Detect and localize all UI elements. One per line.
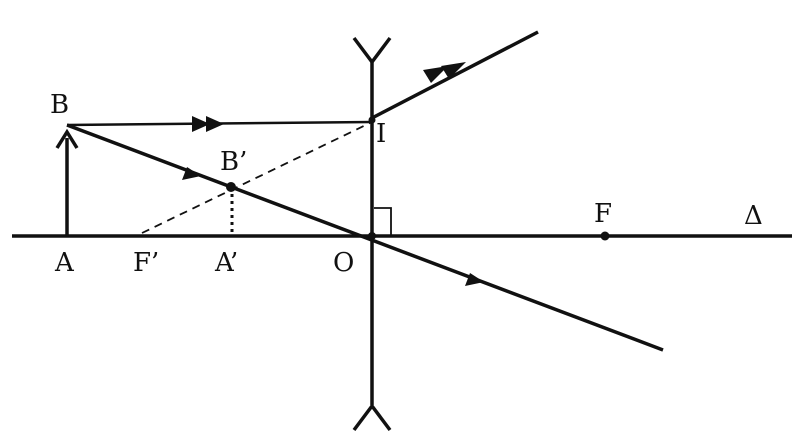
label-delta: Δ — [744, 201, 763, 231]
ray-refracted-arrowhead-2 — [441, 62, 466, 79]
label-f-prime: F’ — [133, 248, 159, 278]
incidence-point-dot — [368, 116, 376, 124]
ray-parallel-arrowhead-2 — [206, 116, 224, 132]
object-arrow — [55, 128, 79, 236]
label-f: F — [594, 199, 612, 229]
label-i: I — [376, 119, 386, 149]
label-b-prime: B’ — [220, 147, 247, 177]
ray-parallel-arrowhead-1 — [192, 116, 210, 132]
label-a: A — [54, 248, 75, 278]
ray-refracted-diverging — [371, 30, 539, 120]
ray-virtual-extension — [141, 121, 373, 234]
label-a-prime: A’ — [214, 248, 238, 278]
ray-center-arrowhead-2 — [465, 273, 484, 286]
ray-through-center — [66, 123, 664, 352]
lens-bottom-symbol — [352, 403, 392, 432]
ray-refracted-arrowhead-1 — [423, 66, 448, 83]
label-b: B — [50, 90, 69, 120]
image-top-point — [226, 182, 236, 192]
lens-top-symbol — [352, 36, 392, 65]
label-o: O — [333, 248, 354, 278]
optical-center-point — [368, 232, 376, 240]
focus-point-f — [600, 231, 610, 241]
right-angle-marker — [374, 207, 392, 236]
ray-center-arrowhead-1 — [182, 167, 201, 180]
object-arrow-head — [55, 128, 79, 149]
